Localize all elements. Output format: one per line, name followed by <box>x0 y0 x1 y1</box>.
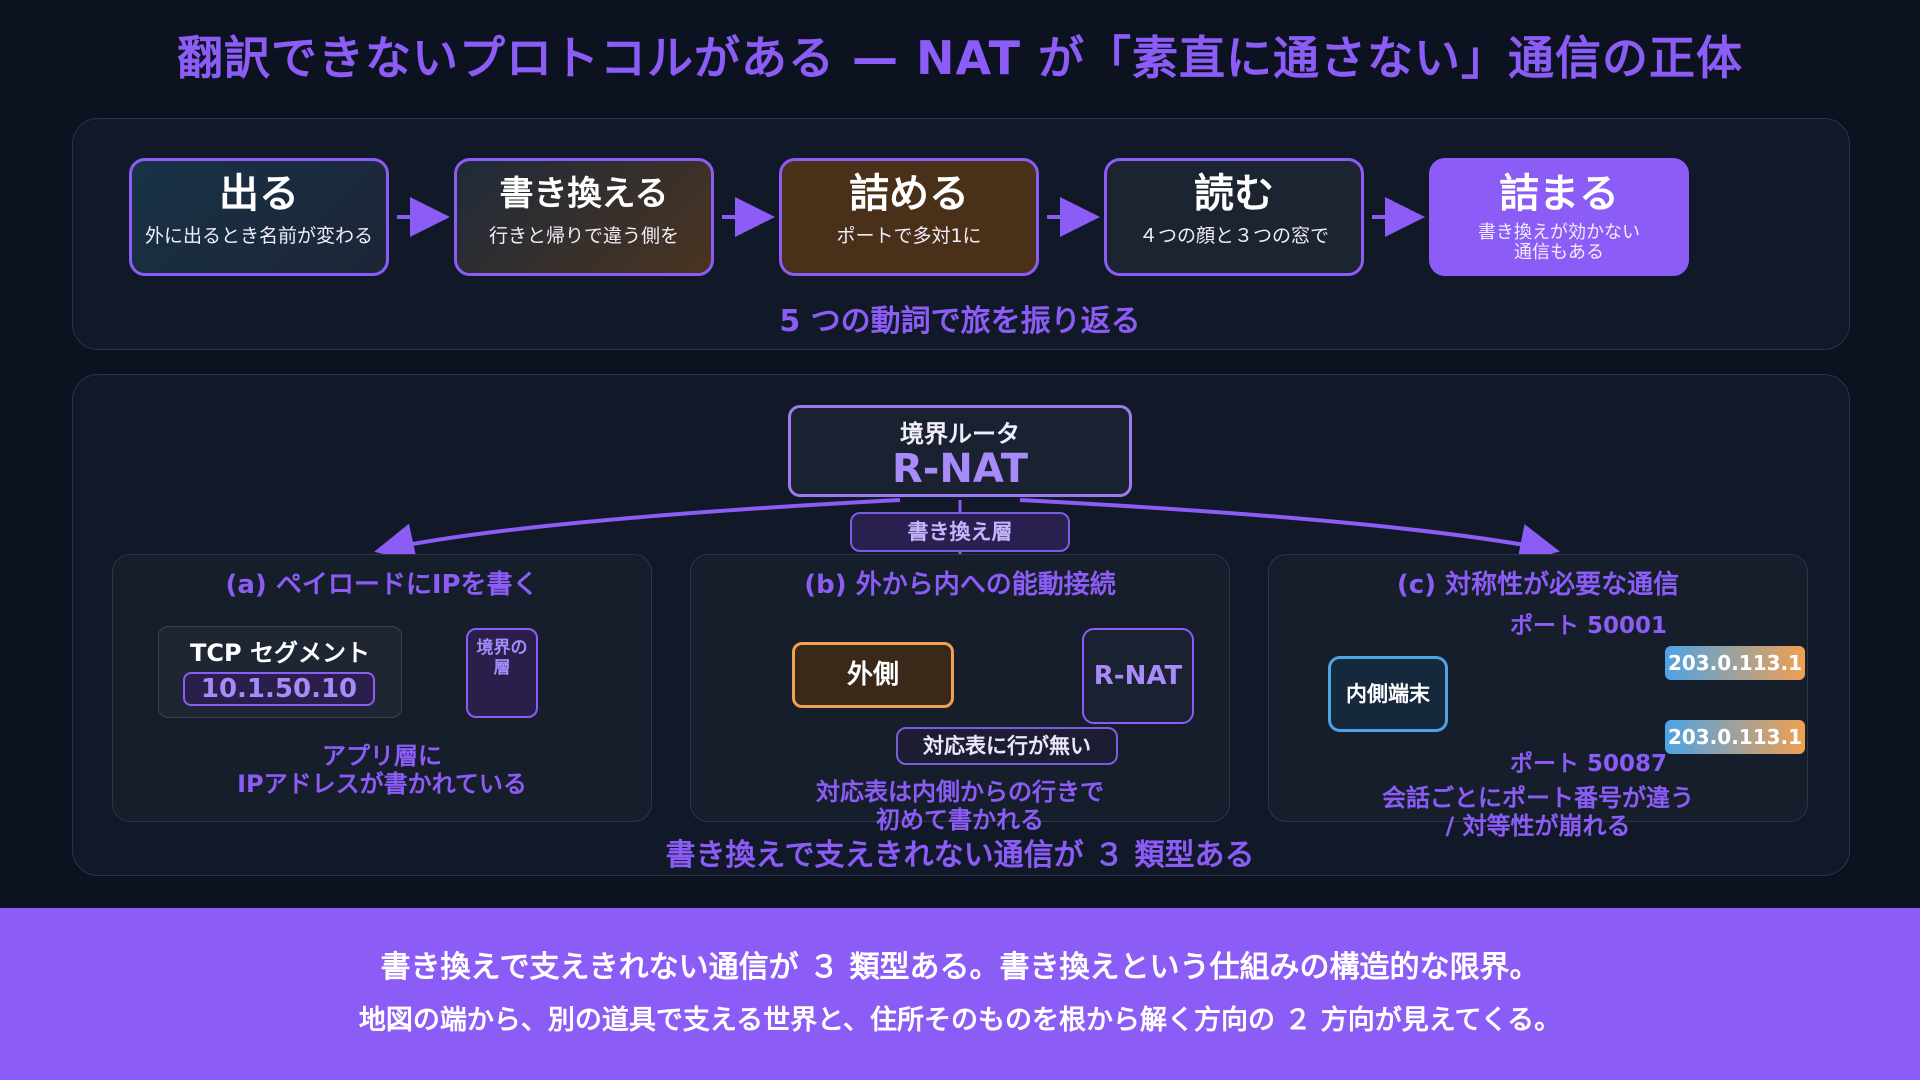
step-card-tsumeru: 詰める ポートで多対1に <box>779 158 1039 276</box>
step-card-deru: 出る 外に出るとき名前が変わる <box>129 158 389 276</box>
step-description: 外に出るとき名前が変わる <box>144 225 373 247</box>
step-verb: 書き換える <box>499 174 669 214</box>
step-verb: 詰まる <box>1499 171 1619 217</box>
case-a-caption-line2: IPアドレスが書かれている <box>237 770 527 798</box>
inside-terminal-box: 内側端末 <box>1328 656 1448 732</box>
case-c-caption: 会話ごとにポート番号が違う / 対等性が崩れる <box>1268 784 1808 840</box>
case-a-caption: アプリ層に IPアドレスが書かれている <box>112 742 652 798</box>
footer-line-1: 書き換えで支えきれない通信が ３ 類型ある。書き換えという仕組みの構造的な限界。 <box>380 950 1540 985</box>
no-row-pill: 対応表に行が無い <box>896 727 1118 765</box>
rewrite-layer-pill: 書き換え層 <box>850 512 1070 552</box>
public-ip-tag-2: 203.0.113.1 <box>1665 720 1805 754</box>
page-title: 翻訳できないプロトコルがある — NAT が「素直に通さない」通信の正体 <box>177 31 1743 85</box>
step-verb: 読む <box>1194 171 1274 217</box>
tcp-segment-label: TCP セグメント <box>190 639 370 667</box>
step-card-yomu: 読む ４つの顔と３つの窓で <box>1104 158 1364 276</box>
outside-host-box: 外側 <box>792 642 954 708</box>
case-b-caption-line2: 初めて書かれる <box>876 806 1044 834</box>
step-verb: 出る <box>219 171 299 217</box>
limits-caption: 書き換えで支えきれない通信が ３ 類型ある <box>665 838 1255 873</box>
router-name: R-NAT <box>891 446 1028 492</box>
step-description: ４つの顔と３つの窓で <box>1138 225 1329 247</box>
case-c-caption-line1: 会話ごとにポート番号が違う <box>1382 784 1694 812</box>
step-description: 行きと帰りで違う側を <box>488 225 679 247</box>
branch-arrow-c <box>1019 498 1560 564</box>
branch-arrow-a <box>374 498 901 563</box>
router-subtitle: 境界ルータ <box>900 420 1020 448</box>
boundary-label-line2: 層 <box>493 658 511 678</box>
payload-ip-pill: 10.1.50.10 <box>183 672 375 706</box>
port-label-1: ポート 50001 <box>1510 613 1668 639</box>
case-c-title: (c) 対称性が必要な通信 <box>1396 570 1680 600</box>
footer-line-2: 地図の端から、別の道具で支える世界と、住所そのものを根から解く方向の ２ 方向が… <box>358 1005 1562 1036</box>
port-label-2: ポート 50087 <box>1510 751 1668 777</box>
summary-footer <box>0 908 1920 1080</box>
step-description: 書き換えが効かない <box>1478 222 1640 243</box>
step-card-tsumaru: 詰まる 書き換えが効かない 通信もある <box>1429 158 1689 276</box>
step-verb: 詰める <box>849 171 969 217</box>
verbs-caption: 5 つの動詞で旅を振り返る <box>779 304 1141 339</box>
case-a-title: (a) ペイロードにIPを書く <box>225 570 539 600</box>
boundary-router-box: 境界ルータ R-NAT <box>788 405 1132 497</box>
step-description-line2: 通信もある <box>1514 242 1604 263</box>
step-card-kakikaeru: 書き換える 行きと帰りで違う側を <box>454 158 714 276</box>
case-b-caption-line1: 対応表は内側からの行きで <box>816 778 1104 806</box>
case-b-title: (b) 外から内への能動接続 <box>804 570 1116 600</box>
boundary-layer-box: 境界の 層 <box>466 628 538 718</box>
step-description: ポートで多対1に <box>836 225 982 247</box>
boundary-label-line1: 境界の <box>476 638 528 658</box>
public-ip-tag-1: 203.0.113.1 <box>1665 646 1805 680</box>
case-c-caption-line2: / 対等性が崩れる <box>1445 812 1631 840</box>
case-a-caption-line1: アプリ層に <box>322 742 442 770</box>
rnat-box: R-NAT <box>1082 628 1194 724</box>
case-b-caption: 対応表は内側からの行きで 初めて書かれる <box>690 778 1230 834</box>
